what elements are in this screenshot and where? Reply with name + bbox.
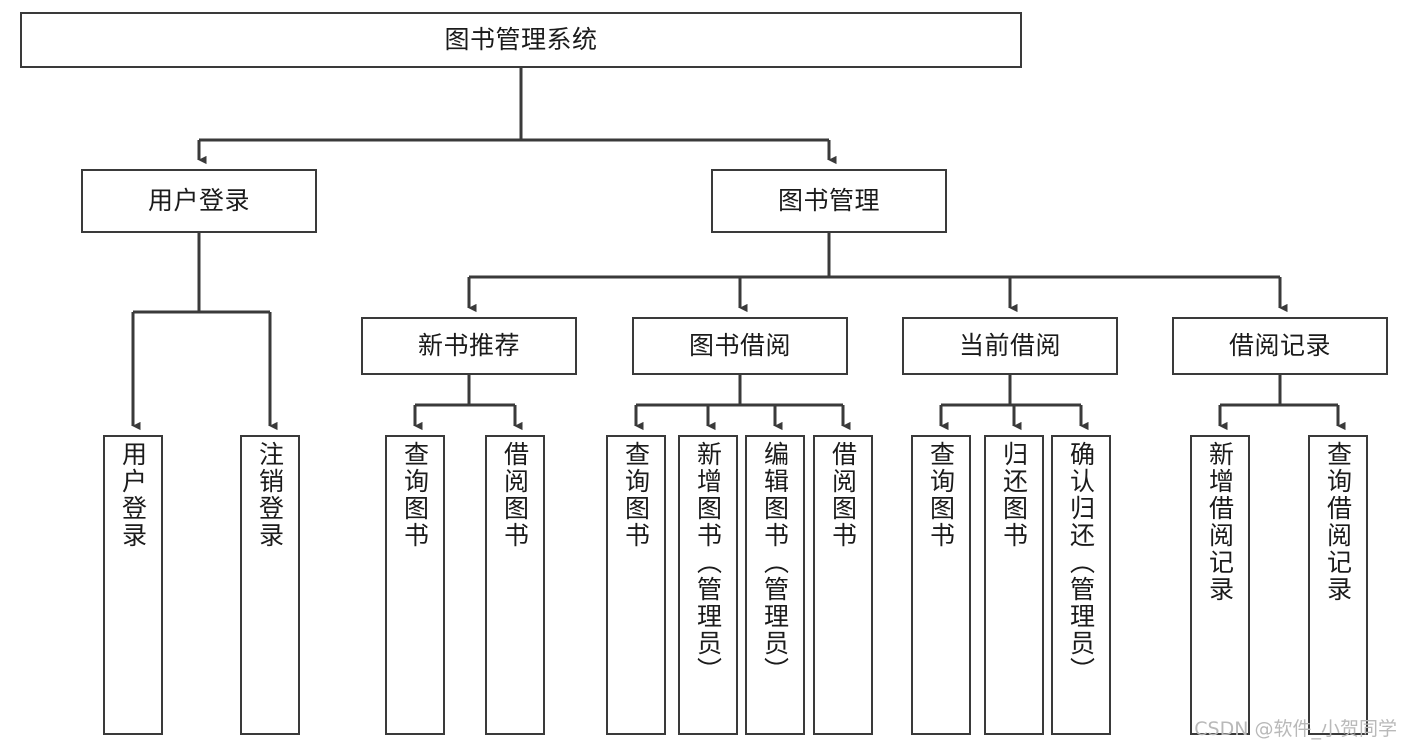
node-label-leaf-bb-borrow: 借阅图书 xyxy=(828,441,858,549)
node-leaf-nbr-query[interactable]: 查询图书 xyxy=(385,435,445,735)
node-borrow-record[interactable]: 借阅记录 xyxy=(1172,317,1388,375)
node-book-borrow[interactable]: 图书借阅 xyxy=(632,317,848,375)
node-new-book-rec[interactable]: 新书推荐 xyxy=(361,317,577,375)
node-label-current-borrow: 当前借阅 xyxy=(958,331,1061,361)
node-label-book-manage: 图书管理 xyxy=(777,186,880,216)
node-leaf-user-login[interactable]: 用户登录 xyxy=(103,435,163,735)
node-leaf-bb-query[interactable]: 查询图书 xyxy=(606,435,666,735)
node-leaf-br-add[interactable]: 新增借阅记录 xyxy=(1190,435,1250,735)
node-leaf-cb-confirm[interactable]: 确认归还（管理员） xyxy=(1051,435,1111,735)
node-label-leaf-bb-query: 查询图书 xyxy=(621,441,651,549)
node-label-leaf-nbr-query: 查询图书 xyxy=(400,441,430,549)
csdn-watermark: CSDN @软件_小贺同学 xyxy=(1194,718,1397,740)
node-label-leaf-bb-add: 新增图书（管理员） xyxy=(693,441,723,684)
node-label-leaf-bb-edit: 编辑图书（管理员） xyxy=(760,441,790,684)
node-leaf-cb-return[interactable]: 归还图书 xyxy=(984,435,1044,735)
node-label-leaf-user-logout: 注销登录 xyxy=(255,441,285,549)
node-leaf-bb-add[interactable]: 新增图书（管理员） xyxy=(678,435,738,735)
node-label-root: 图书管理系统 xyxy=(444,25,598,55)
node-leaf-user-logout[interactable]: 注销登录 xyxy=(240,435,300,735)
node-leaf-nbr-borrow[interactable]: 借阅图书 xyxy=(485,435,545,735)
node-root[interactable]: 图书管理系统 xyxy=(20,12,1022,68)
node-user-login[interactable]: 用户登录 xyxy=(81,169,317,233)
node-label-book-borrow: 图书借阅 xyxy=(688,331,791,361)
node-book-manage[interactable]: 图书管理 xyxy=(711,169,947,233)
node-label-new-book-rec: 新书推荐 xyxy=(417,331,520,361)
node-label-leaf-br-query: 查询借阅记录 xyxy=(1323,441,1353,603)
node-label-leaf-cb-query: 查询图书 xyxy=(926,441,956,549)
node-leaf-cb-query[interactable]: 查询图书 xyxy=(911,435,971,735)
node-label-leaf-cb-confirm: 确认归还（管理员） xyxy=(1066,441,1096,684)
node-label-leaf-nbr-borrow: 借阅图书 xyxy=(500,441,530,549)
node-label-leaf-user-login: 用户登录 xyxy=(118,441,148,549)
node-leaf-bb-borrow[interactable]: 借阅图书 xyxy=(813,435,873,735)
node-leaf-br-query[interactable]: 查询借阅记录 xyxy=(1308,435,1368,735)
node-label-leaf-cb-return: 归还图书 xyxy=(999,441,1029,549)
node-leaf-bb-edit[interactable]: 编辑图书（管理员） xyxy=(745,435,805,735)
node-label-borrow-record: 借阅记录 xyxy=(1228,331,1331,361)
node-current-borrow[interactable]: 当前借阅 xyxy=(902,317,1118,375)
node-label-user-login: 用户登录 xyxy=(147,186,250,216)
node-label-leaf-br-add: 新增借阅记录 xyxy=(1205,441,1235,603)
